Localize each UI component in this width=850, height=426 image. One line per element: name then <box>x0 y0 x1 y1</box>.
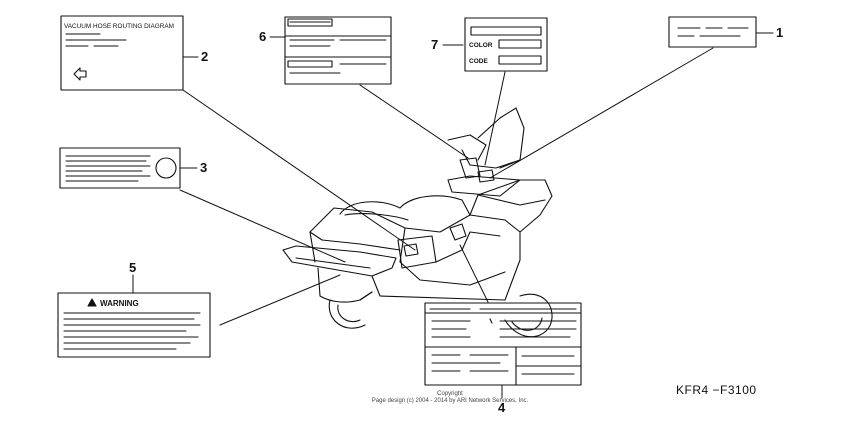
warning-triangle-icon <box>87 298 97 307</box>
label-7-color-plate <box>464 17 548 72</box>
copyright-line-1: Copyright <box>437 391 463 397</box>
label-5-warning-plate <box>57 292 211 358</box>
code-field-label: CODE <box>469 58 488 65</box>
callout-5: 5 <box>129 260 136 275</box>
callout-3: 3 <box>200 160 207 175</box>
label-2-vacuum-plate <box>60 15 184 91</box>
vacuum-diagram-title: VACUUM HOSE ROUTING DIAGRAM <box>64 23 174 30</box>
label-1-plate <box>668 16 757 48</box>
callout-6: 6 <box>259 29 266 44</box>
arrow-icon <box>73 67 87 81</box>
diagram-code: KFR4 −F3100 <box>676 383 757 397</box>
warning-heading: WARNING <box>100 299 139 308</box>
callout-4: 4 <box>498 400 506 415</box>
label-3-plate <box>59 147 181 189</box>
scooter-illustration <box>282 107 553 338</box>
label-4-plate <box>424 302 582 386</box>
callout-1: 1 <box>776 25 783 40</box>
color-field-label: COLOR <box>469 42 493 49</box>
label-6-plate <box>284 16 392 85</box>
leader-lines <box>132 32 774 399</box>
copyright-notice: Copyright Page design (c) 2004 - 2014 by… <box>320 391 580 405</box>
callout-7: 7 <box>431 37 438 52</box>
copyright-line-2: Page design (c) 2004 - 2014 by ARI Netwo… <box>371 398 529 404</box>
callout-2: 2 <box>201 49 208 64</box>
